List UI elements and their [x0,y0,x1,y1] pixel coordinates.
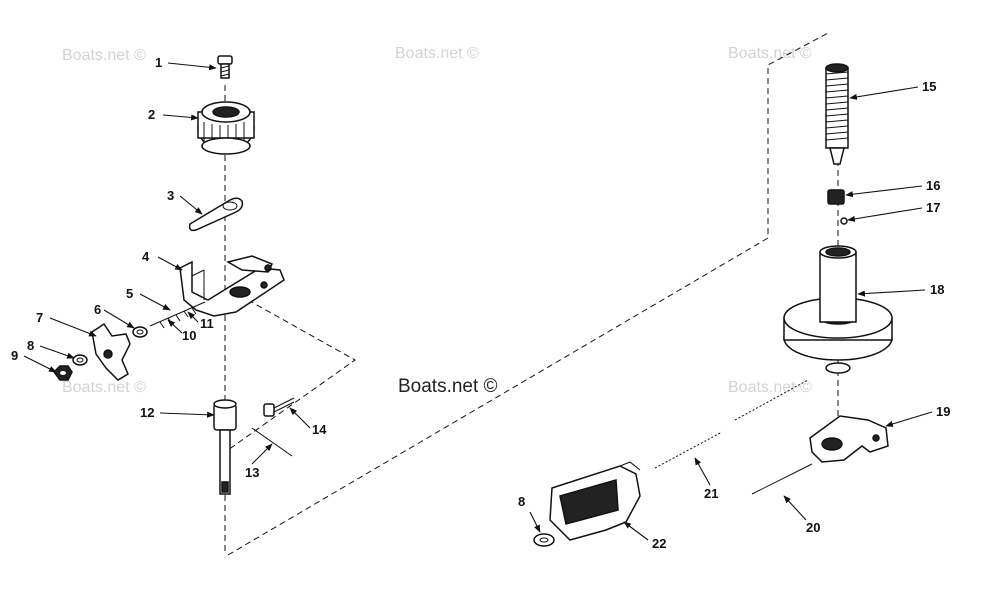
label-21: 21 [704,486,718,501]
watermark-top-center: Boats.net © [395,45,479,62]
label-20: 20 [806,520,820,535]
watermark-top-left: Boats.net © [62,47,146,64]
part-3-clip [188,197,244,232]
label-19: 19 [936,404,950,419]
part-8-washer-lower [533,533,555,547]
part-4-bracket [179,255,285,317]
part-13-pin [251,427,293,457]
label-5: 5 [126,286,133,301]
label-15: 15 [922,79,936,94]
part-18-pulley [783,245,893,374]
leader-lines [23,62,933,541]
part-7-lever [91,322,131,381]
label-4: 4 [142,249,150,264]
watermark-mid-right: Boats.net © [728,379,812,396]
label-6: 6 [94,302,101,317]
part-20-rod [751,463,813,495]
label-11: 11 [200,316,214,331]
label-1: 1 [155,55,162,70]
label-2: 2 [148,107,155,122]
part-9-nut [53,365,73,381]
label-22: 22 [652,536,666,551]
watermark-center: Boats.net © [398,376,498,397]
watermark-mid-left: Boats.net © [62,379,146,396]
part-1-screw [217,55,233,79]
part-17-ball [840,217,848,225]
part-15-threaded-rod [825,63,849,165]
callout-labels: 1 2 3 4 5 6 7 8 9 10 11 12 13 14 15 16 1… [11,55,950,551]
label-10: 10 [182,328,196,343]
label-16: 16 [926,178,940,193]
label-8-lower: 8 [518,494,525,509]
label-17: 17 [926,200,940,215]
label-3: 3 [167,188,174,203]
part-2-gear [197,101,255,155]
label-9: 9 [11,348,18,363]
watermark-top-right: Boats.net © [728,45,812,62]
part-14-screw [263,397,295,417]
part-6-washer [132,326,148,338]
part-19-bracket [809,415,889,463]
label-8: 8 [27,338,34,353]
part-22-handle [549,461,641,541]
label-18: 18 [930,282,944,297]
part-21-cord [654,379,809,469]
label-7: 7 [36,310,43,325]
part-8-washer [72,354,88,366]
label-14: 14 [312,422,327,437]
part-16-nut [827,189,845,205]
assembly-dashed-lines [224,31,839,556]
part-12-shaft [213,399,237,495]
label-13: 13 [245,465,259,480]
label-12: 12 [140,405,154,420]
part-5-spring-rod [149,301,206,329]
